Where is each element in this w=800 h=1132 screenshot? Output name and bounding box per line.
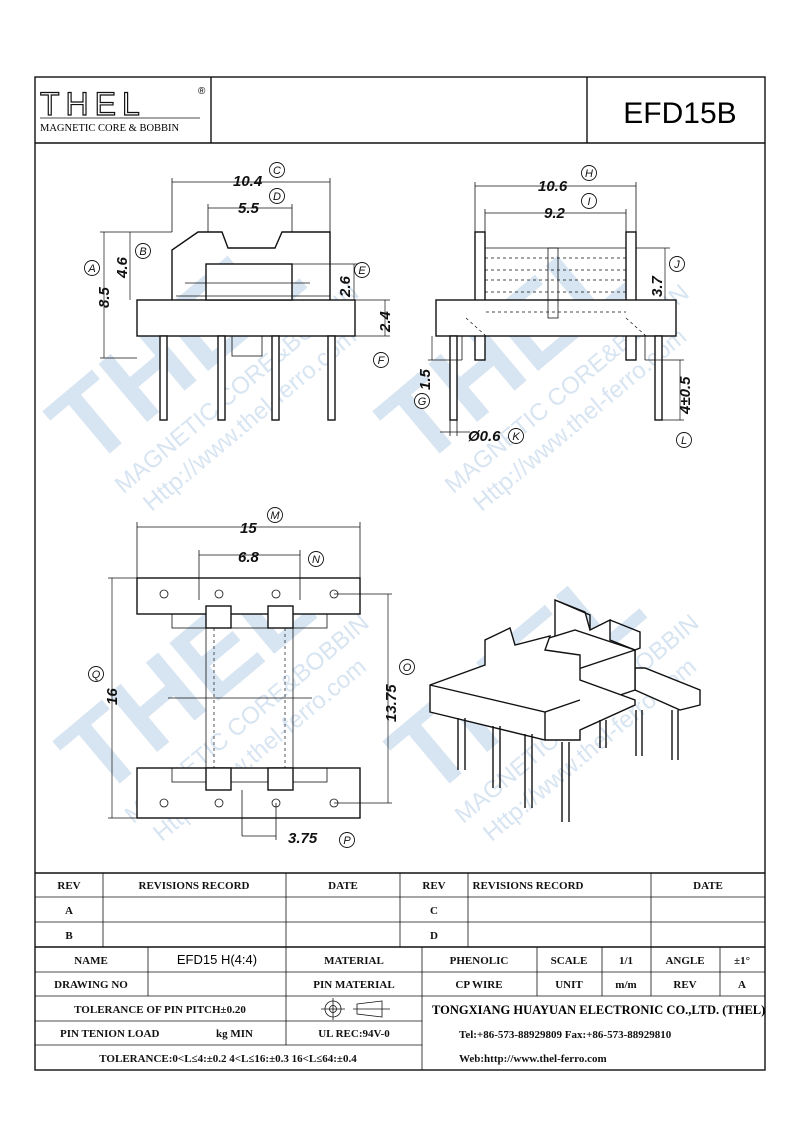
dim-label-e: E (358, 265, 366, 277)
dim-value-e: 2.6 (337, 275, 354, 298)
title-block: REV REVISIONS RECORD DATE REV REVISIONS … (35, 872, 765, 1070)
dim-value-c: 10.4 (233, 173, 263, 190)
dim-label-q: Q (92, 669, 101, 681)
angle-value: ±1° (734, 955, 750, 967)
dim-value-a: 8.5 (96, 286, 113, 308)
dim-value-m: 15 (240, 520, 257, 537)
side-view (435, 231, 677, 421)
rev-label: REV (673, 979, 696, 991)
dim-value-j: 3.7 (649, 275, 666, 297)
projection-symbol (321, 998, 390, 1020)
ul-rating: UL REC:94V-0 (318, 1028, 390, 1040)
dim-value-h: 10.6 (538, 178, 568, 195)
dim-label-d: D (273, 191, 281, 203)
company-tel: Tel:+86-573-88929809 Fax:+86-573-8892981… (459, 1029, 672, 1041)
dim-value-f: 2.4 (377, 310, 394, 333)
rev-row-label: D (430, 930, 438, 942)
sheet-border (34, 76, 766, 1071)
rev-header: REV (422, 880, 445, 892)
header: THEL ® MAGNETIC CORE & BOBBIN EFD15B (35, 77, 765, 144)
material-label: MATERIAL (324, 955, 384, 967)
dim-value-o: 13.75 (383, 684, 400, 722)
dim-value-k: Ø0.6 (468, 428, 501, 445)
front-view-dimensions: 10.4 C 5.5 D 8.5 A 4.6 B 2.6 E 2.4 F (84, 162, 394, 368)
pin-load-unit: kg MIN (216, 1028, 253, 1040)
dim-label-h: H (585, 168, 593, 180)
name-value: EFD15 H(4:4) (177, 952, 257, 967)
logo-tagline: MAGNETIC CORE & BOBBIN (40, 123, 180, 134)
dim-label-p: P (343, 835, 351, 847)
date-header: DATE (693, 880, 723, 892)
rev-row-label: B (65, 930, 73, 942)
bottom-view-dimensions: 15 M 6.8 N 16 Q 13.75 O 3.75 P (88, 507, 415, 848)
unit-label: UNIT (555, 979, 583, 991)
dim-label-j: J (673, 259, 680, 271)
pin-material-label: PIN MATERIAL (313, 979, 394, 991)
company-name: TONGXIANG HUAYUAN ELECTRONIC CO.,LTD. (T… (432, 1003, 765, 1017)
general-tolerance: TOLERANCE:0<L≤4:±0.2 4<L≤16:±0.3 16<L≤64… (99, 1053, 357, 1065)
pitch-tolerance: TOLERANCE OF PIN PITCH±0.20 (74, 1004, 246, 1016)
dim-value-l: 4±0.5 (677, 376, 694, 415)
name-label: NAME (74, 955, 108, 967)
watermark: THEL MAGNETIC CORE&BOBBIN Http://www.the… (26, 210, 704, 847)
dim-label-i: I (587, 196, 590, 208)
dim-label-g: G (418, 396, 427, 408)
pin-material-value: CP WIRE (455, 979, 502, 991)
bottom-view (136, 577, 361, 836)
dim-label-c: C (273, 165, 281, 177)
dim-label-l: L (681, 435, 687, 447)
revisions-record-header: REVISIONS RECORD (139, 880, 250, 892)
date-header: DATE (328, 880, 358, 892)
pin-load-label: PIN TENION LOAD (60, 1028, 159, 1040)
revisions-record-header: REVISIONS RECORD (473, 880, 584, 892)
dim-label-m: M (270, 510, 280, 522)
dim-value-n: 6.8 (238, 549, 260, 566)
dim-label-b: B (139, 246, 146, 258)
dim-value-i: 9.2 (544, 205, 566, 222)
dim-label-k: K (512, 431, 520, 443)
rev-header: REV (57, 880, 80, 892)
side-view-dimensions: 10.6 H 9.2 I 3.7 J 1.5 G Ø0.6 K 4±0.5 L (414, 165, 694, 448)
angle-label: ANGLE (665, 955, 704, 967)
part-number: EFD15B (623, 97, 736, 130)
dim-label-a: A (87, 263, 95, 275)
front-view (136, 231, 356, 421)
rev-row-label: C (430, 905, 438, 917)
logo-text: THEL (40, 86, 146, 122)
dim-label-n: N (312, 554, 320, 566)
rev-value: A (738, 979, 746, 991)
dim-label-o: O (403, 662, 412, 674)
scale-value: 1/1 (619, 955, 633, 967)
rev-row-label: A (65, 905, 73, 917)
thel-logo: THEL ® MAGNETIC CORE & BOBBIN (39, 85, 206, 134)
material-value: PHENOLIC (450, 955, 509, 967)
company-web: Web:http://www.thel-ferro.com (459, 1053, 607, 1065)
isometric-view (429, 598, 701, 822)
dim-value-b: 4.6 (114, 256, 131, 279)
dim-value-d: 5.5 (238, 200, 260, 217)
dim-value-g: 1.5 (417, 368, 434, 390)
drawing-no-label: DRAWING NO (54, 979, 128, 991)
unit-value: m/m (615, 979, 636, 991)
dim-label-f: F (378, 355, 386, 367)
registered-mark: ® (198, 86, 206, 97)
dim-value-p: 3.75 (288, 830, 318, 847)
scale-label: SCALE (551, 955, 588, 967)
dim-value-q: 16 (104, 688, 121, 705)
